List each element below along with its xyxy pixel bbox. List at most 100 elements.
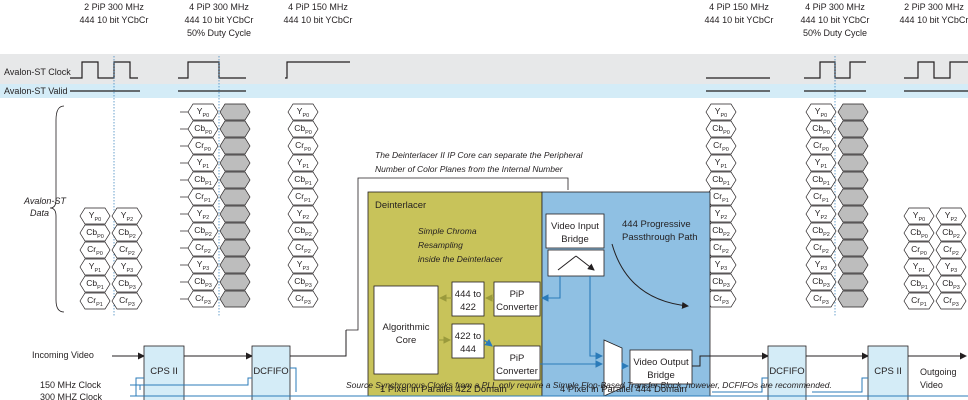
header-3-line1: 4 PiP 150 MHz	[288, 2, 348, 12]
header-4-line2: 444 10 bit YCbCr	[705, 15, 774, 25]
svg-text:YP2: YP2	[297, 208, 309, 221]
arrow-demux-to-pip	[540, 276, 561, 302]
converter-444-to-422-line2: 422	[460, 302, 476, 313]
svg-text:CbP2: CbP2	[812, 225, 830, 238]
header-1-line1: 2 PiP 300 MHz	[84, 2, 144, 12]
cell-left-4pip-300-gray	[219, 154, 251, 172]
deinterlacer-to-dcfifo	[692, 352, 769, 367]
cell-left-2pip-b: CrP2	[111, 241, 143, 259]
cell-left-4pip-300: CrP0	[180, 137, 219, 155]
cell-right-4pip-150: CbP2	[705, 222, 737, 240]
clock-waveforms	[70, 61, 968, 92]
svg-text:CrP1: CrP1	[911, 295, 927, 308]
svg-text:YP1: YP1	[815, 157, 827, 170]
cell-left-4pip-300-gray	[219, 188, 251, 206]
cell-right-4pip-300: CrP2	[805, 239, 837, 257]
chroma-line1: Simple Chroma	[418, 226, 477, 236]
svg-text:CrP2: CrP2	[943, 244, 959, 257]
cell-left-2pip-b: CbP3	[111, 275, 143, 293]
video-output-bridge-line1: Video Output	[633, 357, 689, 368]
svg-text:YP1: YP1	[297, 157, 309, 170]
clock-wave-5	[804, 61, 866, 79]
passthrough-line1: 444 Progressive	[622, 219, 691, 230]
clock-bus-right	[712, 377, 768, 393]
svg-text:CrP3: CrP3	[295, 293, 311, 306]
svg-text:CrP0: CrP0	[295, 140, 311, 153]
internal-arrows	[438, 276, 630, 370]
header-5-line3: 50% Duty Cycle	[803, 28, 867, 38]
svg-text:YP0: YP0	[913, 210, 925, 223]
svg-text:CbP3: CbP3	[942, 278, 960, 291]
cell-left-2pip-a: CbP1	[79, 275, 111, 293]
svg-text:CrP0: CrP0	[87, 244, 103, 257]
header-6-line1: 2 PiP 300 MHz	[904, 2, 964, 12]
video-input-bridge	[545, 213, 605, 249]
cell-left-4pip-300-gray	[219, 205, 251, 223]
svg-text:CbP1: CbP1	[294, 174, 312, 187]
passthrough-arrow	[611, 243, 689, 309]
svg-text:YP0: YP0	[197, 106, 209, 119]
header-6-line2: 444 10 bit YCbCr	[900, 15, 968, 25]
svg-text:YP3: YP3	[197, 259, 209, 272]
cell-right-4pip-150: YP0	[705, 103, 737, 121]
cell-left-4pip-150: CbP2	[287, 222, 319, 240]
svg-text:CrP3: CrP3	[943, 295, 959, 308]
clock-wave-6	[904, 61, 968, 79]
svg-text:YP2: YP2	[121, 210, 133, 223]
svg-text:YP1: YP1	[913, 261, 925, 274]
cell-right-2pip-b: CrP2	[935, 241, 967, 259]
svg-text:CbP1: CbP1	[86, 278, 104, 291]
domain-422-label: 1 Pixel in Parallel 422 Domain	[380, 384, 507, 395]
clock-band	[0, 54, 968, 84]
svg-text:CrP3: CrP3	[195, 293, 211, 306]
clock-wave-1	[70, 61, 138, 79]
svg-text:CrP3: CrP3	[813, 293, 829, 306]
video-path	[112, 330, 967, 367]
cell-right-4pip-300-gray	[837, 137, 869, 155]
cell-right-4pip-300-gray	[837, 171, 869, 189]
cps-block-left	[143, 345, 185, 400]
cell-right-4pip-300: CbP1	[805, 171, 837, 189]
cps-block-right	[867, 345, 909, 400]
cell-left-4pip-300: CbP2	[180, 222, 219, 240]
data-brace	[49, 105, 65, 313]
svg-text:CbP0: CbP0	[194, 123, 212, 136]
svg-text:CbP0: CbP0	[86, 227, 104, 240]
clock-300-label: 300 MHZ Clock	[40, 392, 103, 400]
svg-text:YP2: YP2	[815, 208, 827, 221]
cell-left-4pip-150: YP1	[287, 154, 319, 172]
converter-422-to-444	[451, 323, 485, 359]
clock-bus-to-deinterlacer	[290, 367, 297, 392]
header-4-line1: 4 PiP 150 MHz	[709, 2, 769, 12]
video-input-bridge-line1: Video Input	[551, 221, 599, 232]
converter-422-to-444-line2: 444	[460, 344, 476, 355]
cell-left-4pip-150: CrP3	[287, 290, 319, 308]
svg-text:YP3: YP3	[715, 259, 727, 272]
dcfifo-block-left-label: DCFIFO	[253, 366, 288, 377]
svg-text:CbP3: CbP3	[812, 276, 830, 289]
cell-right-4pip-300-gray	[837, 273, 869, 291]
cell-left-4pip-300-gray	[219, 273, 251, 291]
svg-text:CrP0: CrP0	[911, 244, 927, 257]
cell-left-4pip-300: YP0	[180, 103, 219, 121]
video-output-bridge-line2: Bridge	[647, 370, 674, 381]
converter-422-to-444-line1: 422 to	[455, 331, 481, 342]
cell-right-4pip-150: YP3	[705, 256, 737, 274]
header-2-line1: 4 PiP 300 MHz	[189, 2, 249, 12]
valid-band	[0, 84, 968, 98]
cell-right-2pip-b: CbP3	[935, 275, 967, 293]
converter-444-to-422-line1: 444 to	[455, 289, 481, 300]
cell-right-4pip-150: CbP0	[705, 120, 737, 138]
clock-150-bus	[130, 377, 252, 386]
outgoing-video-label-line2: Video	[920, 380, 943, 390]
video-output-bridge	[629, 349, 693, 385]
header-2-line3: 50% Duty Cycle	[187, 28, 251, 38]
svg-text:CrP0: CrP0	[195, 140, 211, 153]
chroma-line3: inside the Deinterlacer	[418, 254, 504, 264]
valid-signal-label: Avalon-ST Valid	[4, 86, 68, 96]
cell-left-4pip-300: CrP1	[180, 188, 219, 206]
svg-text:CrP2: CrP2	[713, 242, 729, 255]
cell-left-4pip-150: CbP0	[287, 120, 319, 138]
cell-left-2pip-a: CrP0	[79, 241, 111, 259]
deinterlacer-title: Deinterlacer	[375, 200, 426, 211]
